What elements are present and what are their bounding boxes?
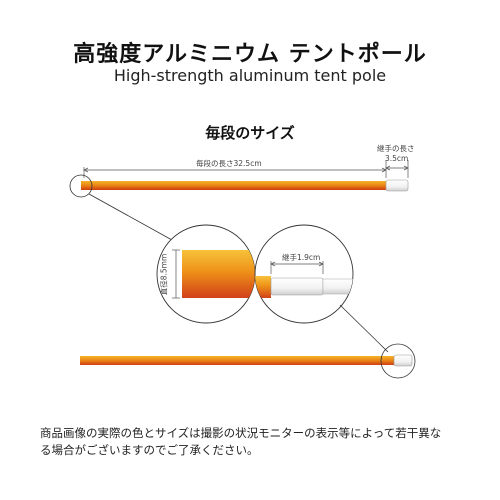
joint-length-dimension: [385, 160, 409, 178]
pole-joint: [385, 179, 409, 192]
pole-segment: [81, 181, 386, 190]
diameter-detail: [156, 224, 256, 324]
joint-insert: [270, 277, 324, 296]
segment-length-label: 毎段の長さ32.5cm: [196, 159, 262, 168]
joint-length-label: 継手の長さ: [377, 144, 415, 153]
joint-diameter-label: 継手1.9cm: [282, 253, 321, 262]
detail-marker-left: [69, 174, 93, 198]
leader-line-left: [88, 193, 173, 241]
joint-length-value: 3.5cm: [385, 154, 409, 163]
detail-marker-right: [380, 343, 416, 379]
page-subtitle: High-strength aluminum tent pole: [113, 66, 387, 85]
top-pole: [81, 179, 409, 192]
size-section-title: 毎段のサイズ: [205, 124, 295, 142]
pole-cross-section: [182, 250, 255, 298]
segment-length-dimension: [83, 160, 387, 178]
disclaimer-line-2: る場合がございますのでご了承ください。: [40, 443, 259, 457]
bottom-pole: [80, 354, 413, 367]
joint-detail: [254, 224, 354, 324]
diameter-label: 直径8.5mm: [159, 253, 169, 296]
page-title: 高強度アルミニウム テントポール: [73, 42, 427, 67]
pole-end: [255, 276, 271, 298]
disclaimer-note: 商品画像の実際の色とサイズは撮影の状況モニターの表示等によって若干異な る場合が…: [40, 425, 470, 459]
leader-line-right: [339, 304, 389, 353]
pole-segment: [80, 356, 394, 365]
pole-joint: [393, 354, 413, 367]
disclaimer-line-1: 商品画像の実際の色とサイズは撮影の状況モニターの表示等によって若干異な: [40, 426, 442, 440]
